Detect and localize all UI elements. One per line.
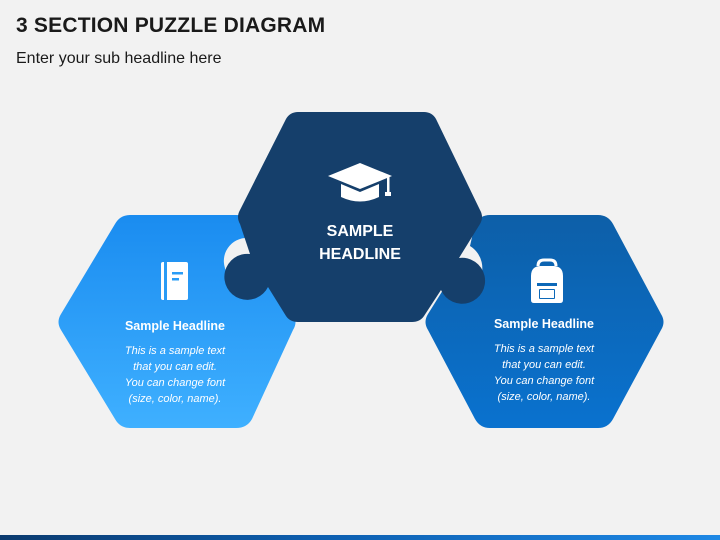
left-body-line-2: that you can edit. xyxy=(133,361,217,373)
page-subtitle: Enter your sub headline here xyxy=(16,50,222,67)
right-body-line-2: that you can edit. xyxy=(502,359,586,371)
center-headline-line1: SAMPLE xyxy=(327,223,394,240)
right-body-line-3: You can change font xyxy=(494,375,595,387)
left-body-line-3: You can change font xyxy=(125,377,226,389)
backpack-icon xyxy=(531,258,563,303)
left-body-line-4: (size, color, name). xyxy=(129,393,222,405)
center-puzzle-piece xyxy=(224,112,486,322)
center-headline-line2: HEADLINE xyxy=(319,246,401,263)
page-title: 3 SECTION PUZZLE DIAGRAM xyxy=(16,14,326,37)
left-puzzle-piece xyxy=(58,215,296,428)
right-headline: Sample Headline xyxy=(494,317,594,331)
graduation-cap-icon xyxy=(328,163,392,202)
left-headline: Sample Headline xyxy=(125,319,225,333)
book-icon xyxy=(161,262,188,300)
right-body-line-1: This is a sample text xyxy=(494,343,595,355)
right-body-line-4: (size, color, name). xyxy=(498,391,591,403)
left-body-line-1: This is a sample text xyxy=(125,345,226,357)
bottom-accent-bar xyxy=(0,535,720,540)
right-puzzle-piece xyxy=(425,215,664,428)
